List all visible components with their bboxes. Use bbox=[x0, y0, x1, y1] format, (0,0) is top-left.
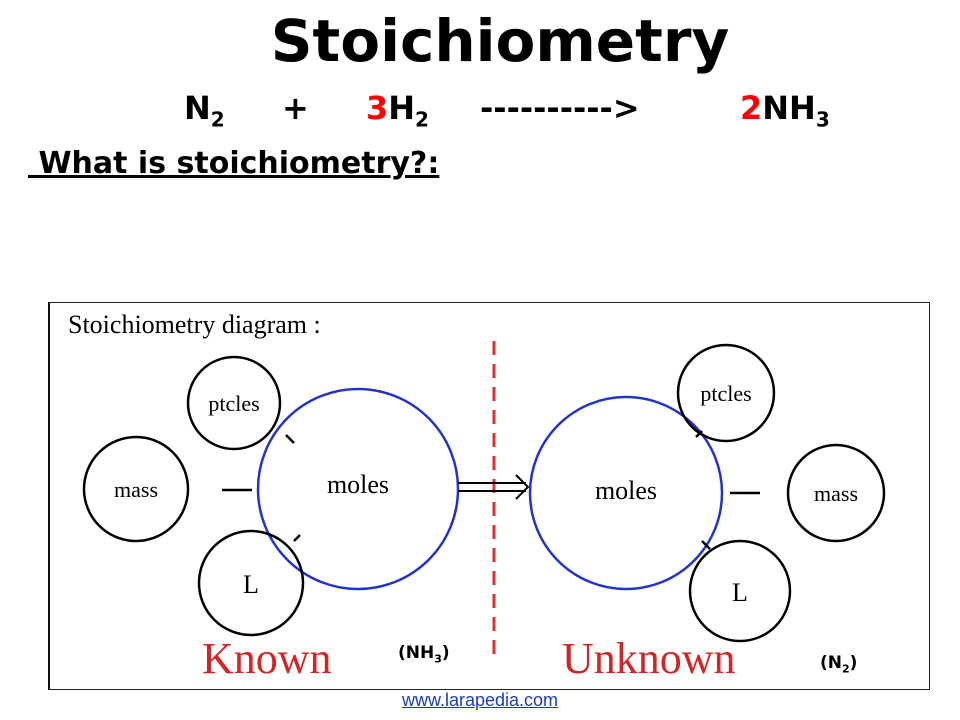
reaction-arrow: ----------> bbox=[480, 89, 640, 127]
left-moles-label: moles bbox=[327, 470, 389, 499]
reactant-h2-subscript: 2 bbox=[415, 107, 429, 132]
question-heading: What is stoichiometry?: bbox=[28, 146, 440, 181]
right-moles-label: moles bbox=[595, 476, 657, 505]
right-moles-circle bbox=[528, 395, 724, 591]
right-particles-connector bbox=[695, 430, 703, 438]
known-caption: Known bbox=[202, 634, 332, 683]
product-symbol: NH bbox=[762, 89, 816, 127]
known-formula-subscript: 3 bbox=[434, 652, 442, 666]
product-nh3: 2NH3 bbox=[740, 86, 830, 141]
left-mass-circle bbox=[82, 435, 190, 543]
left-mass-label: mass bbox=[114, 477, 158, 502]
product-coefficient: 2 bbox=[740, 89, 763, 127]
left-moles-circle bbox=[256, 387, 460, 591]
slide-title: Stoichiometry bbox=[270, 7, 730, 75]
unknown-caption: Unknown bbox=[562, 634, 736, 683]
stoichiometry-diagram-figure: Stoichiometry diagram : ptcles mass mole… bbox=[48, 302, 930, 690]
right-liters-label: L bbox=[732, 578, 748, 607]
unknown-formula-close: ) bbox=[849, 653, 858, 673]
unknown-formula-subscript: 2 bbox=[842, 662, 850, 676]
reactant-h2-symbol: H bbox=[388, 89, 416, 127]
plus-sign: + bbox=[282, 89, 309, 127]
diagram-drawing: Stoichiometry diagram : ptcles mass mole… bbox=[68, 310, 886, 683]
right-particles-circle bbox=[676, 343, 776, 443]
reactant-h2: 3H2 bbox=[366, 86, 429, 141]
left-particles-circle bbox=[186, 355, 282, 451]
right-particles-label: ptcles bbox=[700, 381, 751, 406]
right-liters-connector bbox=[701, 540, 711, 550]
product-subscript: 3 bbox=[815, 107, 830, 132]
known-formula-close: ) bbox=[441, 643, 450, 663]
mole-ratio-arrowhead bbox=[515, 474, 530, 500]
reactant-n2: N2 bbox=[184, 86, 225, 141]
left-liters-label: L bbox=[243, 570, 259, 599]
diagram-heading: Stoichiometry diagram : bbox=[68, 310, 321, 339]
left-particles-label: ptcles bbox=[208, 391, 259, 416]
unknown-formula: (N2) bbox=[820, 653, 857, 675]
right-mass-circle bbox=[786, 443, 886, 543]
reactant-n2-symbol: N bbox=[184, 89, 211, 127]
left-particles-connector bbox=[285, 434, 295, 444]
right-liters-circle bbox=[688, 539, 792, 643]
reactant-n2-subscript: 2 bbox=[210, 107, 225, 132]
known-formula: (NH3) bbox=[398, 643, 450, 665]
left-liters-circle bbox=[197, 529, 305, 637]
unknown-formula-symbol: (N bbox=[820, 653, 842, 673]
right-mass-label: mass bbox=[814, 481, 858, 506]
known-formula-symbol: (NH bbox=[398, 643, 435, 663]
reactant-h2-coefficient: 3 bbox=[366, 89, 389, 127]
left-liters-connector bbox=[293, 534, 301, 542]
chemical-equation: N2 + 3H2 ----------> 2NH3 bbox=[0, 86, 960, 131]
source-link[interactable]: www.larapedia.com bbox=[401, 690, 559, 710]
